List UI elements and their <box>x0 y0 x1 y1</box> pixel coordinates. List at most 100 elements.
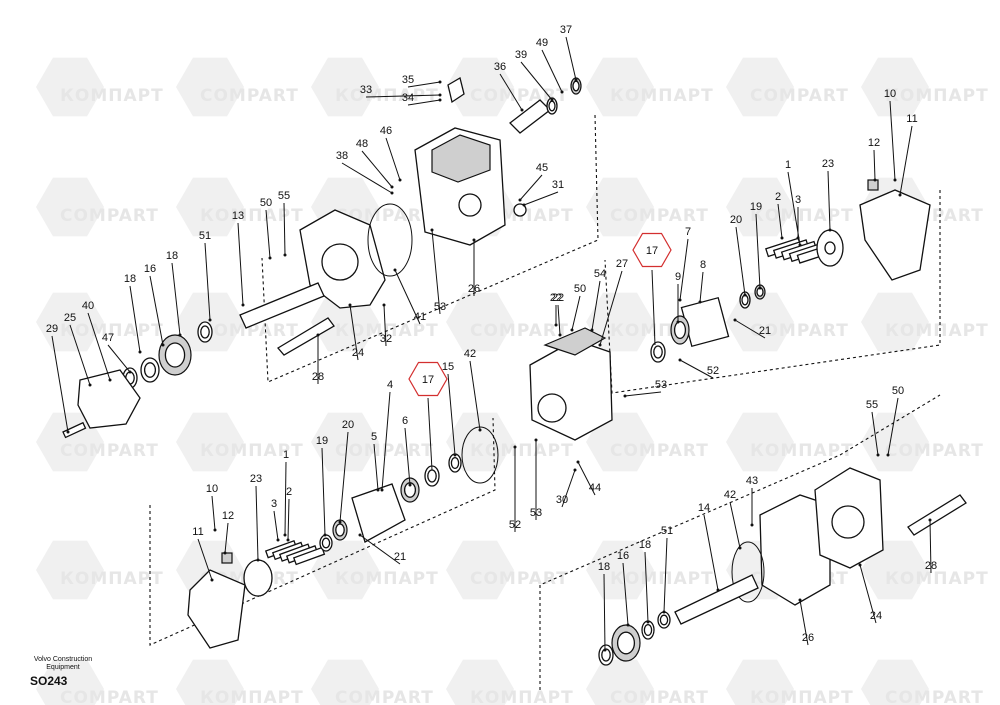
leader-line <box>591 280 601 331</box>
leader-line <box>224 522 229 554</box>
callout-label-43: 43 <box>746 475 758 487</box>
callout-label-22: 22 <box>550 292 562 304</box>
watermark-text: COMPART <box>60 441 159 461</box>
watermark-text: КОМПАРТ <box>750 441 854 461</box>
watermark-text: КОМПАРТ <box>200 206 304 226</box>
leader-tip <box>590 328 594 332</box>
leader-line <box>523 191 559 206</box>
watermark-hexagon <box>726 412 794 472</box>
parts-layer <box>62 77 967 666</box>
drive-shaft <box>239 282 325 329</box>
watermark-text: КОМПАРТ <box>470 441 574 461</box>
callout-label-10: 10 <box>206 483 218 495</box>
leader-tip <box>268 256 272 260</box>
piston-lower <box>292 546 326 566</box>
leader-line <box>577 461 596 496</box>
watermark-text: КОМПАРТ <box>60 321 164 341</box>
flange-bore-lower <box>831 505 865 539</box>
callout-label-55: 55 <box>866 399 878 411</box>
bearing-small-hole <box>653 345 663 359</box>
leader-line <box>755 213 761 289</box>
leader-line <box>873 149 876 181</box>
leader-tip <box>733 318 737 322</box>
seat-lower-hole <box>335 523 345 537</box>
leader-line <box>171 262 181 336</box>
watermark-hexagon <box>36 57 104 117</box>
watermark-hexagon <box>726 177 794 237</box>
leader-tip <box>316 333 320 337</box>
leader-line <box>519 174 543 201</box>
leader-tip <box>873 178 877 182</box>
watermark-hexagon <box>861 57 929 117</box>
leader-line <box>107 344 131 373</box>
watermark-text: COMPART <box>200 321 299 341</box>
callout-label-15: 15 <box>442 361 454 373</box>
watermark-hexagon <box>36 412 104 472</box>
watermark-text: COMPART <box>750 321 849 341</box>
leader-tip <box>598 343 602 347</box>
leader-tip <box>513 445 517 449</box>
snap-ring-lower-hole <box>643 623 653 637</box>
leader-tip <box>338 520 342 524</box>
leader-tip <box>798 243 802 247</box>
leader-line <box>427 397 433 471</box>
watermark-layer: КОМПАРТ COMPART КОМПАРТ COMPART КОМПАРТ COMPA… <box>36 57 988 705</box>
leader-line <box>651 269 656 346</box>
callout-label-51: 51 <box>199 230 211 242</box>
callout-label-3: 3 <box>795 194 801 206</box>
watermark-text: COMPART <box>470 86 569 106</box>
leader-line <box>431 229 441 315</box>
leader-line <box>69 324 91 386</box>
leader-tip <box>738 546 742 550</box>
callout-label-40: 40 <box>82 300 94 312</box>
watermark-hexagon <box>176 177 244 237</box>
watermark-hexagon <box>586 659 654 705</box>
plug-seal-hole <box>548 100 556 112</box>
swash-plate-lower <box>187 569 246 649</box>
pin-rod-lower <box>907 494 967 536</box>
leader-line <box>211 495 216 531</box>
callout-label-23: 23 <box>250 473 262 485</box>
leader-tip <box>358 533 362 537</box>
regulator-block <box>529 339 613 441</box>
callout-label-48: 48 <box>356 138 368 150</box>
leader-tip <box>382 303 386 307</box>
callout-label-44: 44 <box>589 482 601 494</box>
callout-label-46: 46 <box>380 125 392 137</box>
callout-label-14: 14 <box>698 502 710 514</box>
block-port <box>537 393 567 423</box>
callout-label-27: 27 <box>616 258 628 270</box>
callout-label-50: 50 <box>260 197 272 209</box>
leader-line <box>129 285 141 353</box>
leader-tip <box>743 293 747 297</box>
leader-tip <box>698 300 702 304</box>
leader-line <box>197 538 213 581</box>
leader-tip <box>438 93 442 97</box>
leader-line <box>624 391 662 397</box>
watermark-text: COMPART <box>885 441 984 461</box>
callout-label-8: 8 <box>700 259 706 271</box>
plug <box>513 203 527 217</box>
leader-tip <box>858 563 862 567</box>
watermark-text: КОМПАРТ <box>335 569 439 589</box>
leader-tip <box>570 328 574 332</box>
leader-line <box>407 99 441 106</box>
callout-label-4: 4 <box>387 379 393 391</box>
watermark-hexagon <box>726 659 794 705</box>
watermark-text: COMPART <box>610 441 709 461</box>
callout-label-37: 37 <box>560 24 572 36</box>
callout-label-53: 53 <box>655 379 667 391</box>
pin-rod <box>277 317 335 356</box>
leader-tip <box>108 378 112 382</box>
callout-label-52: 52 <box>707 365 719 377</box>
bearing-large-lower-hole <box>616 631 636 655</box>
needle-bearing-hole <box>450 456 460 470</box>
watermark-text: КОМПАРТ <box>610 569 714 589</box>
leader-line <box>571 295 581 331</box>
callout-label-53: 53 <box>434 301 446 313</box>
watermark-hexagon <box>446 292 514 352</box>
callout-label-11: 11 <box>906 113 917 125</box>
callout-label-51: 51 <box>661 525 673 537</box>
